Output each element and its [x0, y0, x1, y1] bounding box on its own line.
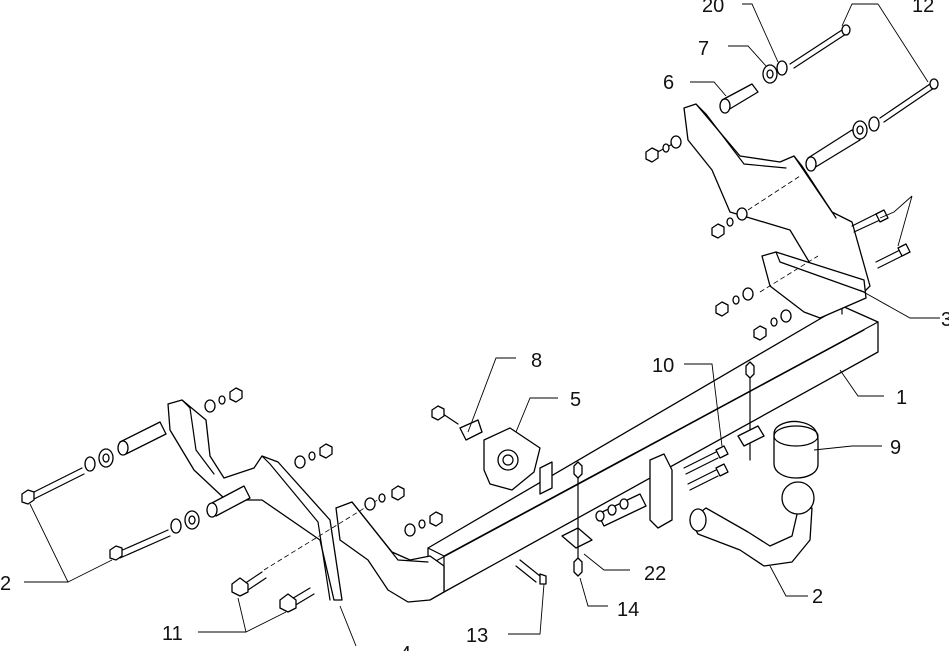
- left-bracket-part: [167, 399, 445, 603]
- label-10: 10: [652, 355, 674, 377]
- label-6: 6: [663, 72, 674, 94]
- upper-right-spacers: [719, 24, 939, 172]
- right-bracket-part: [683, 103, 871, 319]
- ball-holder: [649, 361, 765, 529]
- socket-plate-part: [431, 405, 553, 495]
- label-7: 7: [698, 38, 709, 60]
- label-1: 1: [896, 387, 907, 409]
- label-14: 14: [617, 599, 639, 621]
- label-13: 13: [466, 625, 488, 647]
- label-22: 22: [644, 563, 666, 585]
- label-9: 9: [890, 437, 901, 459]
- label-12: 12: [912, 0, 934, 17]
- label-2-left: 2: [0, 573, 11, 595]
- leader-lines: [24, 3, 940, 647]
- label-2-right: 2: [812, 586, 823, 608]
- label-20: 20: [702, 0, 724, 17]
- upper-right-fasteners: [645, 135, 911, 341]
- label-5: 5: [570, 389, 581, 411]
- left-upper-fasteners: [21, 387, 333, 561]
- middle-left-fasteners: [364, 485, 443, 537]
- label-11: 11: [162, 623, 183, 645]
- left-lower-bolts: [231, 495, 385, 613]
- tow-ball-part: [689, 420, 819, 567]
- label-8: 8: [531, 350, 542, 372]
- label-4: 4: [400, 643, 411, 651]
- label-3: 3: [941, 309, 949, 331]
- center-clamp: [515, 461, 647, 585]
